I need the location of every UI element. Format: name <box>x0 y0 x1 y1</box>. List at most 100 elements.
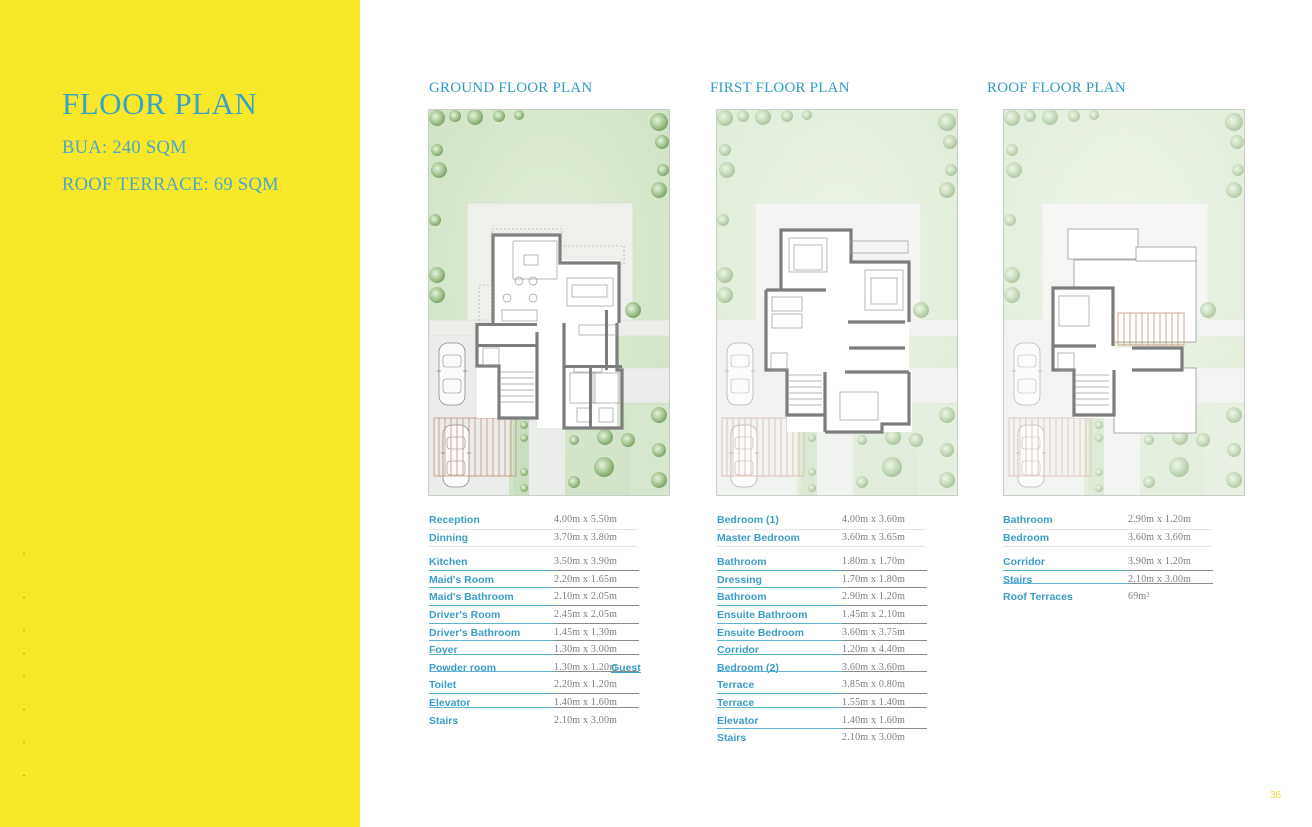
room-dimensions: 2.10m x 3.00m <box>842 732 906 744</box>
row-divider <box>1003 528 1211 530</box>
row-spacer <box>429 547 641 554</box>
room-dimensions: 1.30m x 1.20m <box>554 661 618 673</box>
room-dimensions: 1.30m x 3.00m <box>554 644 618 656</box>
row-divider <box>1003 546 1211 548</box>
decorative-dot <box>23 653 25 654</box>
row-underline <box>554 653 639 655</box>
row-underline <box>842 640 927 642</box>
row-underline <box>429 587 554 589</box>
room-name: Roof Terraces <box>1003 591 1073 604</box>
ground-floor-title: GROUND FLOOR PLAN <box>429 80 593 96</box>
row-underline <box>1003 583 1128 585</box>
room-name: Elevator <box>429 696 471 709</box>
room-note: Guest <box>611 661 641 674</box>
room-row: Stairs 2.10m x 3.00m <box>429 713 641 731</box>
room-row: Bedroom 3.60m x 3.60m <box>1003 530 1215 548</box>
room-name: Stairs <box>429 714 459 727</box>
room-name: Bedroom (1) <box>717 514 779 526</box>
page-number: 36 <box>1270 790 1282 801</box>
page-title: FLOOR PLAN <box>62 86 258 121</box>
row-underline <box>717 622 842 624</box>
roof-terrace-area: ROOF TERRACE: 69 SQM <box>62 175 279 195</box>
room-dimensions: 1.40m x 1.60m <box>842 714 906 726</box>
first-floor-title: FIRST FLOOR PLAN <box>710 80 850 96</box>
room-dimensions: 1.45m x 2.10m <box>842 608 906 620</box>
row-underline <box>842 622 927 624</box>
row-underline <box>429 692 554 694</box>
row-underline <box>717 604 842 606</box>
row-underline <box>429 569 554 571</box>
row-underline <box>842 587 927 589</box>
room-name: Powder room <box>429 661 497 674</box>
room-name: Toilet <box>429 679 457 692</box>
room-dimensions: 1.45m x 1.30m <box>554 626 618 638</box>
room-dimensions: 2.10m x 2.05m <box>554 591 618 603</box>
room-name: Dressing <box>717 573 762 586</box>
room-dimensions: 3.70m x 3.80m <box>554 531 618 543</box>
room-name: Bathroom <box>717 591 767 604</box>
row-underline <box>842 706 927 708</box>
room-dimensions: 3.60m x 3.65m <box>842 531 906 543</box>
row-underline <box>717 692 842 694</box>
room-row: Elevator 1.40m x 1.60m <box>429 695 641 713</box>
row-divider <box>429 528 637 530</box>
row-underline <box>1128 569 1213 571</box>
room-dimensions: 1.40m x 1.60m <box>554 696 618 708</box>
room-name: Ensuite Bedroom <box>717 626 804 639</box>
decorative-dot <box>23 675 25 676</box>
room-name: Stairs <box>1003 573 1033 586</box>
row-underline <box>717 587 842 589</box>
room-dimensions: 2.90m x 1.20m <box>842 591 906 603</box>
row-underline <box>717 728 842 730</box>
row-underline <box>717 569 842 571</box>
row-underline <box>717 653 842 655</box>
ground-floor-plan-image <box>428 109 670 496</box>
room-name: Terrace <box>717 679 755 692</box>
decorative-dot <box>23 630 25 631</box>
decorative-dot <box>23 553 25 554</box>
room-dimensions: 3.60m x 3.60m <box>1128 531 1192 543</box>
row-underline <box>429 653 554 655</box>
row-underline <box>1003 569 1128 571</box>
row-underline <box>554 569 639 571</box>
row-divider <box>717 546 925 548</box>
row-underline <box>429 706 554 708</box>
decorative-dot <box>23 709 25 710</box>
room-name: Driver's Room <box>429 608 501 621</box>
row-underline <box>842 653 927 655</box>
room-name: Bathroom <box>1003 514 1053 526</box>
room-dimensions: 1.55m x 1.40m <box>842 696 906 708</box>
room-row: Bathroom 2.90m x 1.20m <box>717 589 929 607</box>
room-dimensions: 3.60m x 3.60m <box>842 661 906 673</box>
row-underline <box>842 671 927 673</box>
row-underline <box>554 640 639 642</box>
room-name: Bedroom <box>1003 531 1050 544</box>
room-dimensions: 2.10m x 3.00m <box>554 714 618 726</box>
row-underline <box>717 706 842 708</box>
room-dimensions: 1.80m x 1.70m <box>842 556 906 568</box>
room-dimensions: 2.45m x 2.05m <box>554 608 618 620</box>
row-underline <box>842 692 927 694</box>
room-dimensions: 1.70m x 1.80m <box>842 573 906 585</box>
row-underline <box>554 671 639 673</box>
row-spacer <box>717 547 929 554</box>
